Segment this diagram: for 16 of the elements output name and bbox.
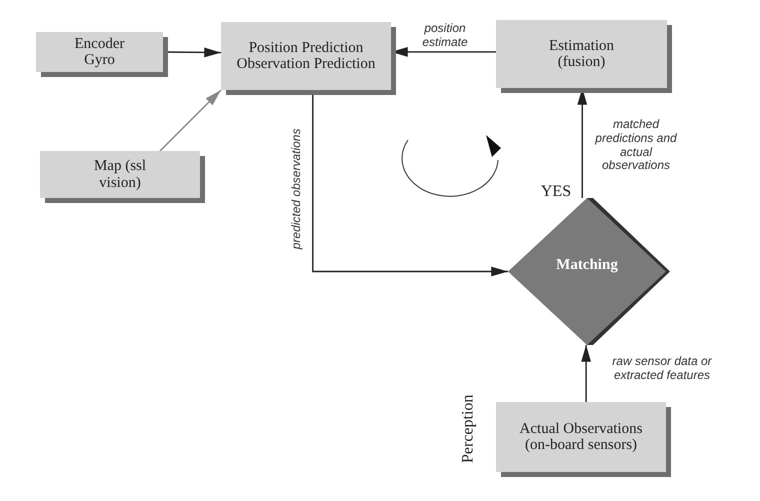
arrow: [160, 90, 222, 152]
process-box: [40, 151, 200, 198]
box-label: Actual Observations (on-board sensors): [518, 420, 644, 454]
box-label: Estimation (fusion): [548, 38, 615, 70]
box-label: Map (ssl vision): [92, 158, 148, 191]
side-label: Perception: [458, 394, 478, 466]
process-box: [36, 32, 163, 72]
side-label: YES: [540, 182, 572, 202]
edge-label: position estimate: [421, 22, 469, 50]
edge-label: predicted observations: [290, 128, 304, 252]
box-label: Encoder Gyro: [74, 36, 126, 68]
process-box: [221, 22, 391, 90]
process-box: [496, 402, 666, 472]
box-label: Position Prediction Observation Prediction: [236, 40, 376, 72]
arrow: [581, 345, 591, 402]
process-box: [496, 20, 667, 88]
